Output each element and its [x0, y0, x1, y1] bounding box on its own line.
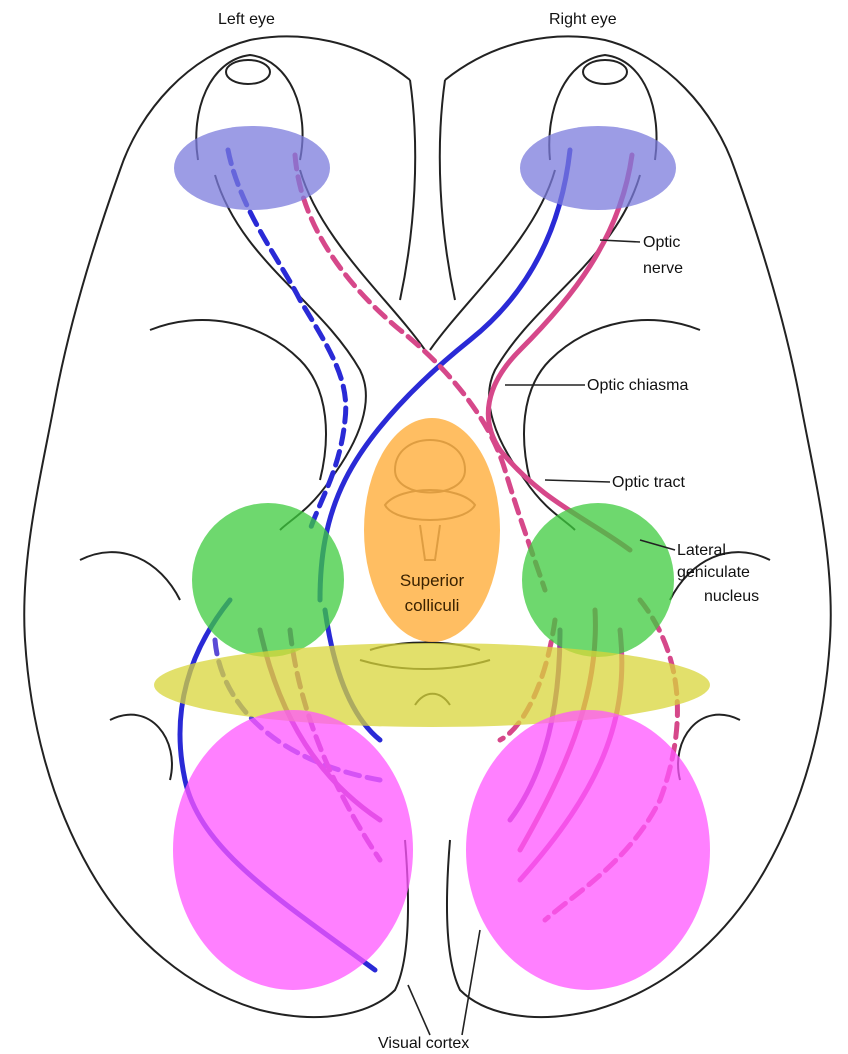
optic-nerve-label-line1: Optic — [643, 233, 680, 253]
left-lgn-region — [192, 503, 344, 657]
optic-tract-label: Optic tract — [612, 473, 685, 493]
lgn-label-line2: geniculate — [677, 563, 750, 583]
left-eye-region — [174, 126, 330, 210]
right-lgn-region — [522, 503, 674, 657]
superior-colliculi-label-line2: colliculi — [372, 595, 492, 617]
visual-cortex-label: Visual cortex — [378, 1034, 469, 1054]
optic-chiasma-label: Optic chiasma — [587, 376, 688, 396]
right-eye-label: Right eye — [549, 10, 617, 30]
left-eye-label: Left eye — [218, 10, 275, 30]
optic-nerve-label-line2: nerve — [643, 259, 683, 279]
optic-radiation-band — [154, 643, 710, 727]
right-visual-cortex-region — [466, 710, 710, 990]
right-eye-region — [520, 126, 676, 210]
lgn-label-line3: nucleus — [704, 587, 759, 607]
left-visual-cortex-region — [173, 710, 413, 990]
lgn-label-line1: Lateral — [677, 541, 726, 561]
superior-colliculi-label-line1: Superior — [372, 570, 492, 592]
